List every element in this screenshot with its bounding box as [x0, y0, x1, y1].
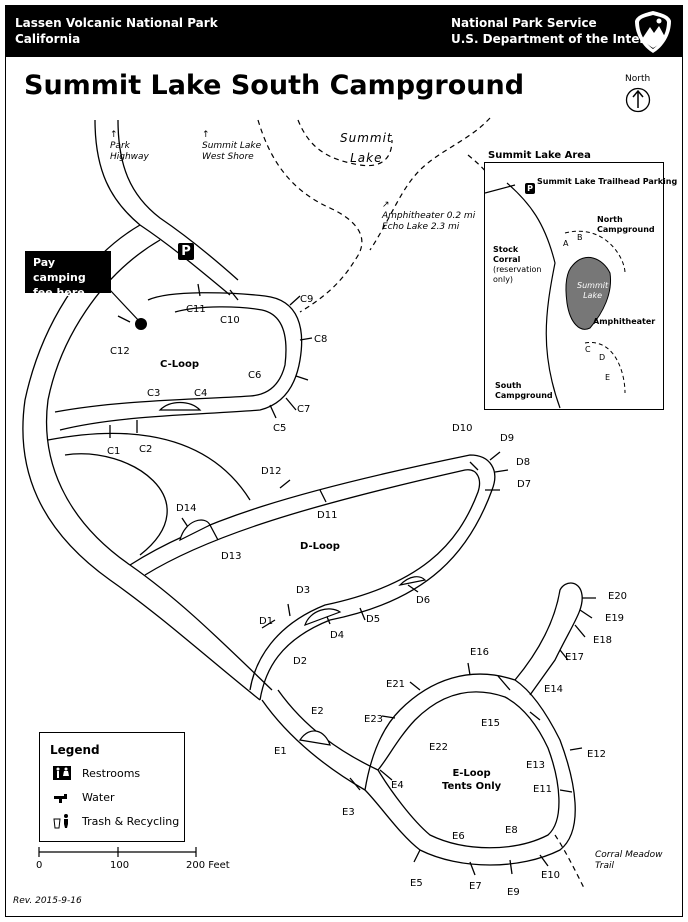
site-label-e16: E16: [470, 647, 490, 658]
site-label-e6: E6: [452, 831, 465, 842]
inset-letter-a: A: [563, 239, 569, 248]
site-label-d1: D1: [259, 616, 274, 627]
site-label-c5: C5: [273, 423, 287, 434]
department-name: U.S. Department of the Interior: [451, 32, 664, 46]
north-label: North: [625, 74, 651, 84]
site-label-e7: E7: [469, 881, 482, 892]
header-band: Lassen Volcanic National Park California…: [5, 5, 683, 57]
site-label-c7: C7: [297, 404, 311, 415]
legend-restrooms: Restrooms: [82, 767, 141, 780]
agency-name: National Park Service: [451, 16, 597, 30]
inset-trailhead: Summit Lake Trailhead Parking: [537, 177, 678, 186]
park-name: Lassen Volcanic National Park: [15, 16, 218, 30]
site-label-d4: D4: [330, 630, 345, 641]
site-label-c1: C1: [107, 446, 121, 457]
site-label-e20: E20: [608, 591, 628, 602]
site-label-c12: C12: [110, 346, 130, 357]
site-label-e23: E23: [364, 714, 384, 725]
site-label-e2: E2: [311, 706, 324, 717]
parking-symbol: P: [178, 243, 194, 260]
north-arrow-icon: [625, 87, 651, 113]
site-label-c2: C2: [139, 444, 153, 455]
site-label-d14: D14: [176, 503, 197, 514]
site-label-d9: D9: [500, 433, 515, 444]
trash-recycling-icon: [53, 814, 68, 829]
site-label-e1: E1: [274, 746, 287, 757]
inset-title: Summit Lake Area: [488, 150, 591, 161]
site-label-e18: E18: [593, 635, 613, 646]
site-label-e14: E14: [544, 684, 564, 695]
site-label-e15: E15: [481, 718, 501, 729]
site-label-d11: D11: [317, 510, 338, 521]
site-label-c4: C4: [194, 388, 208, 399]
site-label-e10: E10: [541, 870, 561, 881]
inset-letter-c: C: [585, 345, 591, 354]
site-label-c8: C8: [314, 334, 328, 345]
site-label-d6: D6: [416, 595, 431, 606]
nps-arrowhead-logo-icon: [635, 11, 671, 53]
site-label-e5: E5: [410, 878, 423, 889]
scale-0: 0: [36, 860, 43, 871]
site-label-c10: C10: [220, 315, 240, 326]
site-label-e22: E22: [429, 742, 449, 753]
site-label-c3: C3: [147, 388, 161, 399]
site-label-d8: D8: [516, 457, 531, 468]
site-label-e17: E17: [565, 652, 585, 663]
legend-trash: Trash & Recycling: [82, 815, 180, 828]
inset-amphitheater: Amphitheater: [593, 317, 656, 326]
site-label-d7: D7: [517, 479, 532, 490]
c-loop-label: C-Loop: [160, 359, 199, 370]
site-label-d12: D12: [261, 466, 282, 477]
site-label-d3: D3: [296, 585, 311, 596]
scale-100: 100: [110, 860, 130, 871]
scale-200: 200 Feet: [186, 860, 230, 871]
legend-title: Legend: [50, 743, 100, 757]
site-label-e3: E3: [342, 807, 355, 818]
site-label-e11: E11: [533, 784, 553, 795]
water-faucet-icon: [54, 794, 67, 803]
inset-letter-b: B: [577, 233, 583, 242]
site-label-d2: D2: [293, 656, 308, 667]
site-label-c11: C11: [186, 304, 206, 315]
site-label-e8: E8: [505, 825, 518, 836]
page-title: Summit Lake South Campground: [24, 70, 525, 101]
inset-letter-e: E: [605, 373, 611, 382]
site-label-c6: C6: [248, 370, 262, 381]
inset-parking-icon: P: [525, 183, 535, 194]
site-label-e19: E19: [605, 613, 625, 624]
restroom-icon: [53, 766, 71, 780]
site-label-e4: E4: [391, 780, 404, 791]
site-label-d10: D10: [452, 423, 473, 434]
legend-water: Water: [82, 791, 115, 804]
site-label-c9: C9: [300, 294, 314, 305]
site-label-e12: E12: [587, 749, 607, 760]
legend-box: Legend Restrooms Water Trash & Recycling: [39, 732, 185, 842]
revision-date: Rev. 2015-9-16: [13, 896, 82, 906]
site-label-e9: E9: [507, 887, 520, 898]
d-loop-label: D-Loop: [300, 541, 340, 552]
inset-letter-d: D: [599, 353, 606, 362]
site-label-d5: D5: [366, 614, 381, 625]
site-label-e13: E13: [526, 760, 546, 771]
site-label-d13: D13: [221, 551, 242, 562]
state-name: California: [15, 32, 81, 46]
site-label-e21: E21: [386, 679, 406, 690]
